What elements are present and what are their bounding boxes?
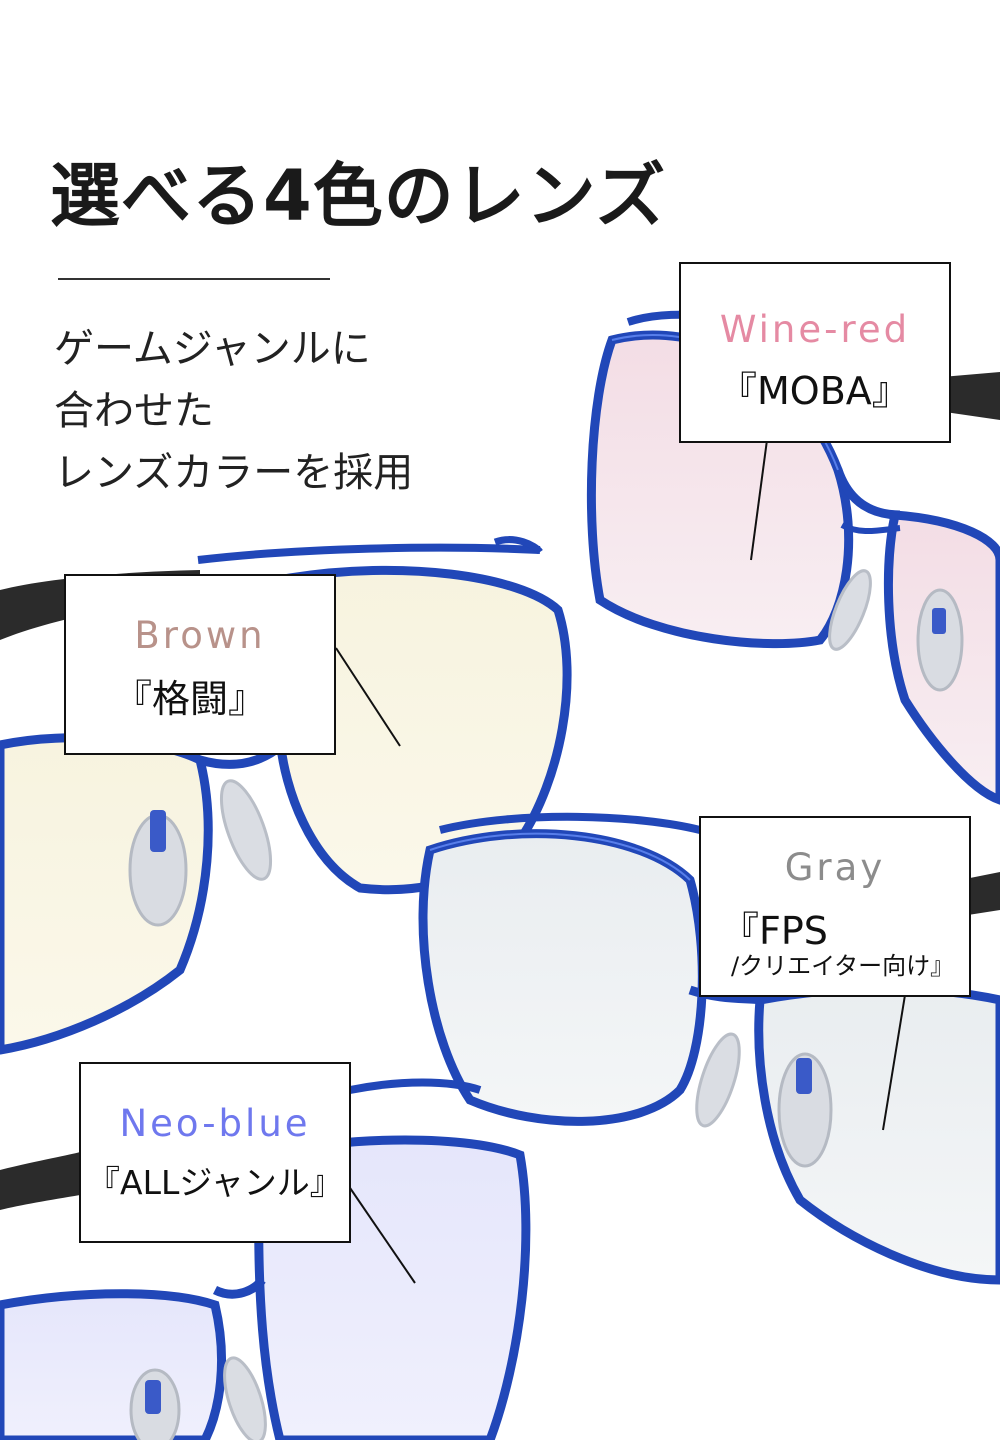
neo-blue-nose-pad <box>223 1356 267 1440</box>
gray-glasses <box>418 812 1000 1285</box>
lens-color-name: Gray <box>784 846 886 889</box>
gray-label: Gray 『FPS /クリエイター向け』 <box>699 816 971 997</box>
brown-label: Brown 『格闘』 <box>64 574 336 755</box>
wine-red-label: Wine-red 『MOBA』 <box>679 262 951 443</box>
subtitle-line: レンズカラーを採用 <box>54 450 414 496</box>
lens-genre: 『MOBA』 <box>719 369 910 413</box>
brown-glasses <box>0 536 572 1055</box>
neo-blue-lens-left <box>0 1289 227 1440</box>
wine-red-pointer <box>750 439 768 561</box>
subtitle-line: 合わせた <box>54 388 214 434</box>
subtitle-line: ゲームジャンルに <box>54 326 371 372</box>
wine-red-nose-pad-right <box>916 588 964 692</box>
gray-pointer <box>882 994 906 1131</box>
gray-lens-left <box>418 829 707 1126</box>
brown-pointer <box>335 647 401 747</box>
gray-nose-pad-right <box>777 1052 833 1168</box>
neo-blue-label: Neo-blue 『ALLジャンル』 <box>79 1062 351 1243</box>
neo-blue-pointer <box>347 1184 416 1284</box>
lens-genre: 『ALLジャンル』 <box>87 1163 343 1202</box>
title-divider <box>58 278 330 280</box>
lens-genre-sub: /クリエイター向け』 <box>731 952 955 980</box>
lens-genre: 『FPS <box>721 909 828 953</box>
wine-red-nose-pad <box>828 569 872 651</box>
subtitle: ゲームジャンルに 合わせた レンズカラーを採用 <box>54 318 413 504</box>
lens-color-name: Wine-red <box>719 308 911 351</box>
lens-color-name: Brown <box>134 614 266 657</box>
lens-genre: 『格闘』 <box>114 677 267 721</box>
neo-blue-temple <box>0 1152 80 1210</box>
lens-color-name: Neo-blue <box>119 1102 311 1145</box>
gray-nose-pad <box>695 1032 741 1128</box>
page-title: 選べる4色のレンズ <box>50 155 667 237</box>
